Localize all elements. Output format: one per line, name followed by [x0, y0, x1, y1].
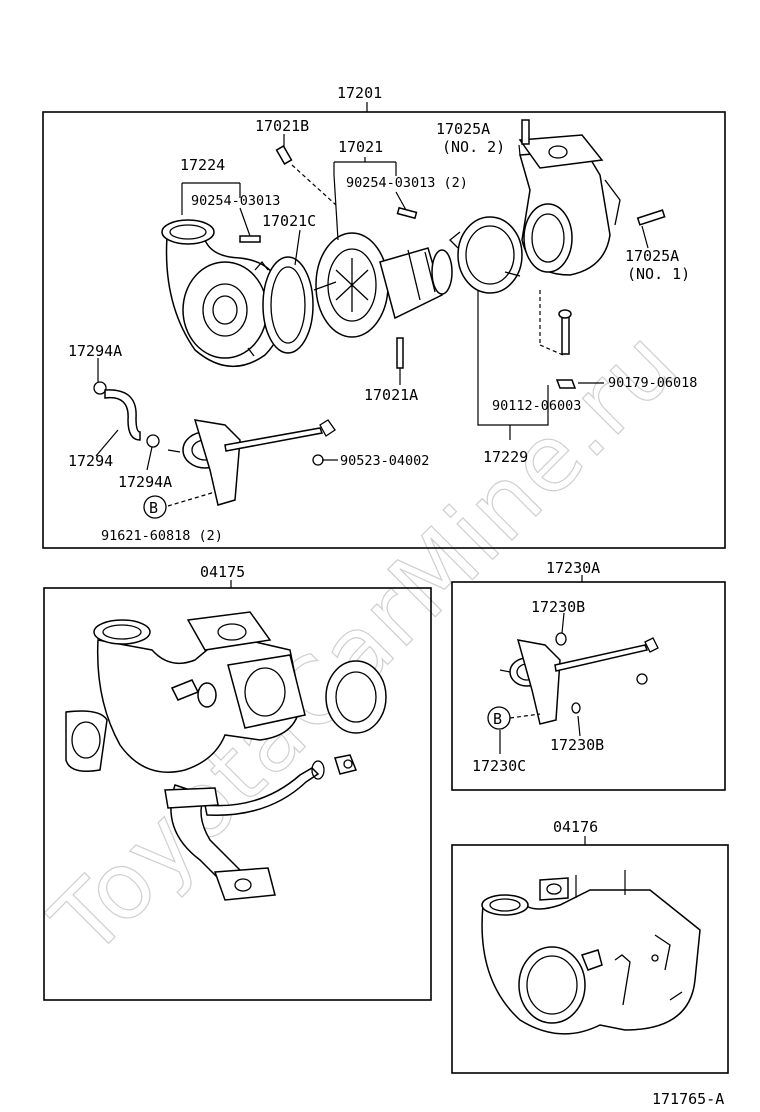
group-04176: 04176: [451, 818, 729, 1074]
label-17025a-no1: 17025A: [625, 247, 679, 265]
label-17224: 17224: [180, 156, 225, 174]
group-04175: 04175: [43, 563, 432, 1001]
small-fitting: [334, 754, 358, 775]
footer-code: 171765-A: [652, 1090, 724, 1108]
circle-b-actuator: [487, 706, 511, 730]
label-17294a-top: 17294A: [68, 342, 122, 360]
housing-04176: [481, 870, 701, 1035]
v-band-clamp-17229: [449, 216, 523, 294]
small-fitting-hole: [343, 759, 353, 769]
label-91621: 91621-60818 (2): [101, 528, 223, 544]
circle-b-top: [143, 495, 167, 519]
o-ring-17021c: [262, 256, 314, 354]
nut-90179: [555, 379, 577, 389]
nut-90523: [312, 454, 324, 466]
stud-17021a: [396, 337, 404, 369]
gasket-left-hole: [71, 721, 101, 759]
label-17230c: 17230C: [472, 757, 526, 775]
pin-90254-b: [396, 206, 418, 220]
label-b-actuator: B: [493, 710, 502, 728]
actuator-top: [167, 419, 336, 506]
label-17294a-bottom: 17294A: [118, 473, 172, 491]
stud-17025a-no2: [521, 119, 530, 145]
label-90523: 90523-04002: [340, 453, 429, 469]
label-17021a: 17021A: [364, 386, 418, 404]
group-04176-frame: [451, 844, 729, 1074]
label-17294: 17294: [68, 452, 113, 470]
label-no1: (NO. 1): [627, 265, 690, 283]
label-17229: 17229: [483, 448, 528, 466]
label-90112: 90112-06003: [492, 398, 581, 414]
group-17230a: 17230A 17230B B 17230B 17230C: [451, 559, 726, 791]
leader-dash-17021b: [291, 164, 337, 206]
label-17201: 17201: [337, 84, 382, 102]
group-17201-frame: [42, 111, 726, 549]
label-90254-b: 90254-03013 (2): [346, 175, 468, 191]
leaders-top: [95, 134, 649, 471]
turbine-housing: [518, 134, 621, 276]
label-17230b-top: 17230B: [531, 598, 585, 616]
nut-17230a: [636, 673, 648, 685]
label-90254-a: 90254-03013: [191, 193, 280, 209]
label-04176: 04176: [553, 818, 598, 836]
label-17230a: 17230A: [546, 559, 600, 577]
hose-17294: [93, 381, 160, 448]
stud-17025a-no1: [636, 209, 666, 226]
stud-17021b: [275, 145, 293, 165]
label-17025a-no2: 17025A: [436, 120, 490, 138]
gasket-ring-inner: [335, 671, 377, 723]
bolt-head-90112: [558, 309, 572, 319]
label-17230b-bottom: 17230B: [550, 736, 604, 754]
leader-17230b-a: [561, 612, 565, 634]
leader-dash-b: [167, 491, 216, 507]
label-17021c: 17021C: [262, 212, 316, 230]
actuator-17230a: [499, 637, 659, 725]
label-04175: 04175: [200, 563, 245, 581]
cartridge-17021: [313, 232, 453, 338]
group-04175-frame: [43, 587, 432, 1001]
gasket-small: [170, 679, 200, 701]
group-17230a-frame: [451, 581, 726, 791]
leader-dash-b-17230: [509, 713, 541, 719]
label-b-top: B: [149, 499, 158, 517]
label-17021b: 17021B: [255, 117, 309, 135]
clip-17230b-b: [571, 702, 581, 714]
label-90179: 90179-06018: [608, 375, 697, 391]
turbo-unit-04175: [93, 611, 325, 901]
bolt-90112: [561, 313, 570, 355]
gasket-ring: [325, 660, 387, 734]
group-17201: 17201: [42, 84, 726, 549]
leader-17230b-b: [577, 715, 581, 737]
label-17021: 17021: [338, 138, 383, 156]
pin-90254-a: [239, 235, 261, 243]
label-no2: (NO. 2): [442, 138, 505, 156]
leader-dash-bolt-2: [539, 344, 564, 356]
gasket-left: [65, 710, 108, 772]
clip-17230b-a: [555, 632, 567, 646]
compressor-housing: [161, 219, 284, 367]
